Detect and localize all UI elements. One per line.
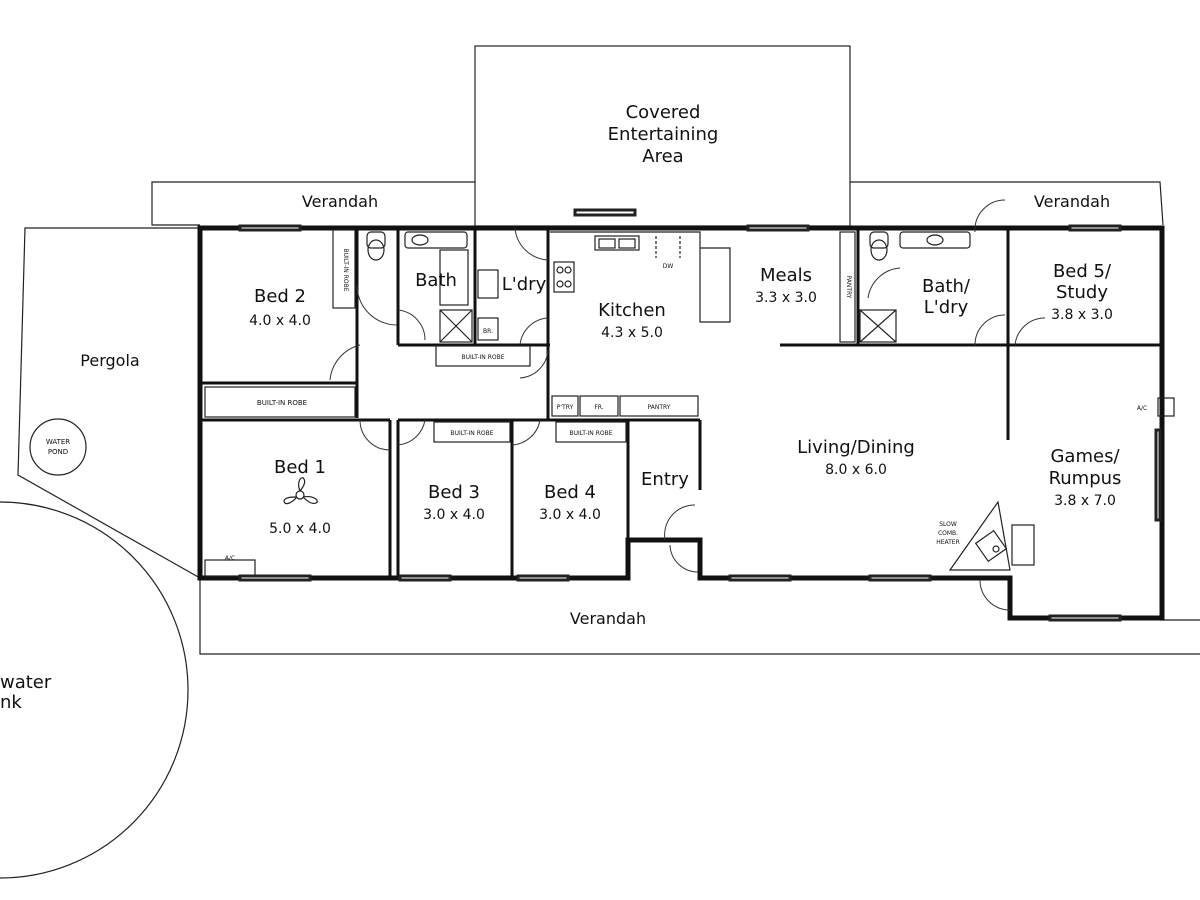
slow-combustion-heater [948,500,1011,571]
bed2-size: 4.0 x 4.0 [249,313,311,329]
covered-area-label-3: Area [642,146,683,167]
verandah-top-left-outline [151,181,475,226]
bed1-ac-label: A/C [225,555,235,562]
kitchen-size: 4.3 x 5.0 [601,325,663,341]
games-name-1: Games/ [1050,446,1120,467]
meals-pantry [839,231,856,343]
bed1-ac [204,559,256,577]
door-swings [329,199,1046,611]
pantry-label: PANTRY [648,404,671,411]
bed3-robe [433,421,511,443]
meals-size: 3.3 x 3.0 [755,290,817,306]
bath-name: Bath [415,270,457,291]
kitchen-bench [550,231,731,323]
games-ac-label: A/C [1137,405,1147,412]
bed2-name: Bed 2 [254,286,306,307]
cooktop [553,261,575,293]
kitchen-name: Kitchen [598,300,666,321]
bath-shower [439,309,473,343]
ensuite-shower [859,309,897,343]
ldry-name: L'dry [502,274,547,295]
laundry-tub [477,269,499,299]
bed3-name: Bed 3 [428,482,480,503]
bed4-robe [555,421,627,443]
games-name-2: Rumpus [1049,468,1122,489]
bed5-name-1: Bed 5/ [1053,261,1112,282]
games-size: 3.8 x 7.0 [1054,493,1116,509]
hall-robe-label: BUILT-IN ROBE [461,354,504,361]
fixtures: BUILT-IN ROBE BR. BUILT-IN ROBE BUILT-IN… [204,229,1175,577]
bed4-name: Bed 4 [544,482,596,503]
bath-ldry-name-1: Bath/ [922,276,971,297]
pergola-outline [17,227,201,579]
entry-name: Entry [641,469,689,490]
verandah-bottom-label: Verandah [570,609,646,628]
verandah-top-right-label: Verandah [1034,192,1110,211]
bed1-name: Bed 1 [274,457,326,478]
labels: Covered Entertaining Area Verandah Veran… [0,102,1121,713]
water-pond-circle [29,418,87,476]
bed5-size: 3.8 x 3.0 [1051,307,1113,323]
bed1-robe-label: BUILT-IN ROBE [257,399,307,407]
water-tank-circle [0,501,189,879]
games-ac [1157,397,1175,417]
pergola-label: Pergola [80,351,139,370]
heater-label-3: HEATER [936,539,960,546]
covered-area-label-1: Covered [626,102,701,123]
br-label: BR. [483,328,493,335]
covered-area-label-2: Entertaining [608,124,719,145]
bed4-size: 3.0 x 4.0 [539,507,601,523]
pantry-small-label: P'TRY [557,404,574,411]
living-name: Living/Dining [797,437,915,458]
ceiling-fan-icon [283,477,318,505]
bed1-size: 5.0 x 4.0 [269,521,331,537]
hall-robe [435,345,531,367]
dishwasher-label: DW [663,263,674,270]
verandah-top-right-outline [850,181,1164,226]
bathtub [439,249,469,306]
water-pond-label-2: POND [48,448,68,456]
bed4-robe-label: BUILT-IN ROBE [569,430,612,437]
heater-label-1: SLOW [939,521,957,528]
bed2-robe-label: BUILT-IN ROBE [342,248,349,291]
bed3-robe-label: BUILT-IN ROBE [450,430,493,437]
bed3-size: 3.0 x 4.0 [423,507,485,523]
windows [238,208,1162,622]
living-size: 8.0 x 6.0 [825,462,887,478]
water-pond-label-1: WATER [46,438,70,446]
bed2-robe [332,229,356,309]
verandah-bottom-outline [199,578,1200,655]
kitchen-sink [594,235,640,251]
verandah-top-left-label: Verandah [302,192,378,211]
internal-walls [200,228,1160,578]
heater-label-2: COMB. [938,530,958,537]
bath-ldry-name-2: L'dry [924,297,969,318]
water-tank-label-1: water [0,672,52,693]
bed5-name-2: Study [1056,282,1108,303]
fridge-label: FR. [594,404,603,411]
water-tank-label-2: nk [0,692,22,713]
bed1-robe [204,386,356,418]
meals-pantry-label: PANTRY [845,276,852,299]
outdoor-areas [0,45,1200,879]
meals-name: Meals [760,265,812,286]
